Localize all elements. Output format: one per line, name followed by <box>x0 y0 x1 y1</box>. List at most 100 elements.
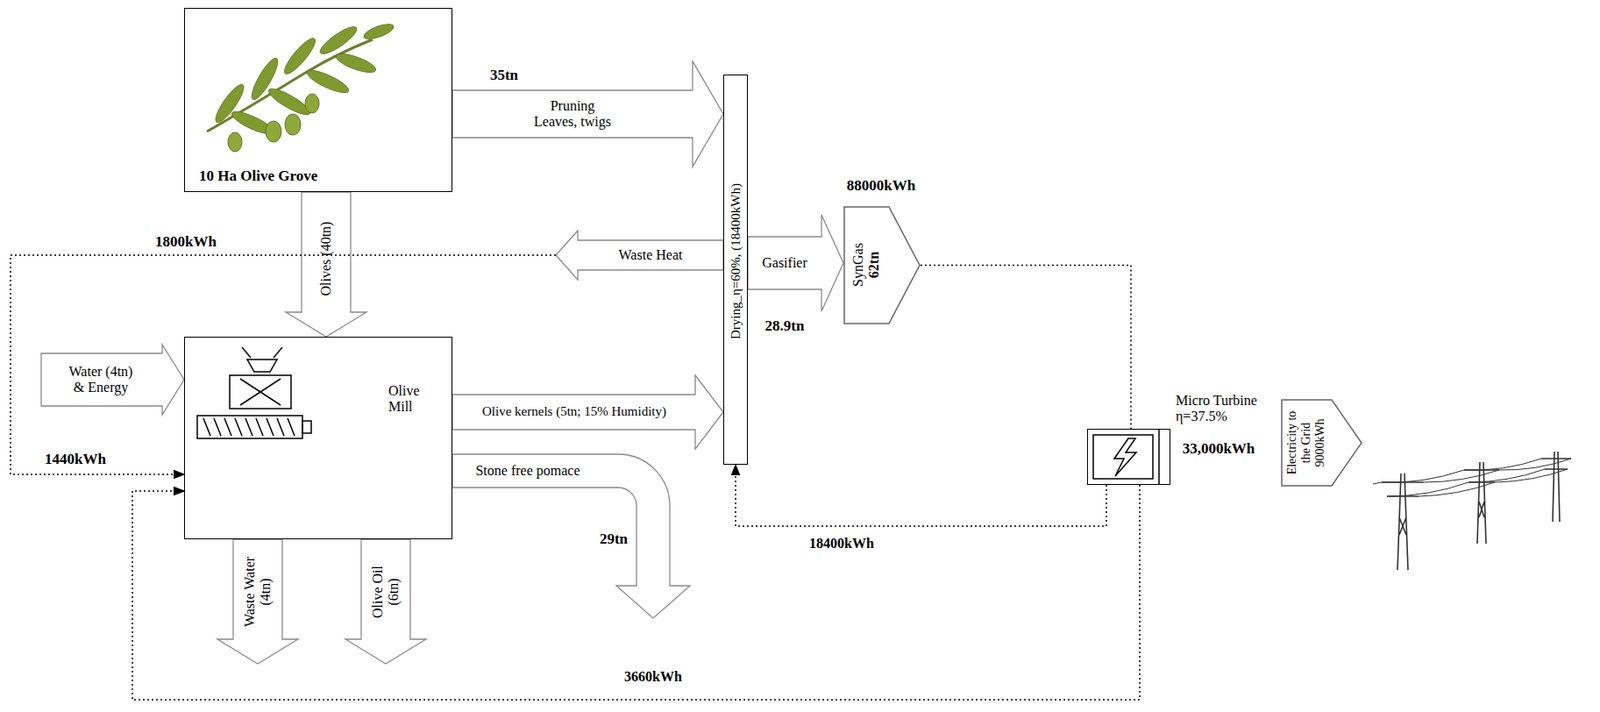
edge-label: Gasifier <box>761 255 808 271</box>
olive-branch-part-part <box>304 66 351 98</box>
edge-label: Olives (40tn) <box>318 206 335 312</box>
rotated-text-group: Electricity to the Grid9000kWh <box>1285 403 1328 483</box>
olive-branch-part-part <box>227 132 242 152</box>
drying-unit: Drying_η=60%, (18400kWh) <box>723 74 748 465</box>
rotated-text-group: SynGas62tn <box>850 214 883 316</box>
flow-label: 88000kWh <box>846 177 916 195</box>
flow-label-holder: 88000kWh <box>846 177 916 195</box>
flow-label-holder: Stone free pomace <box>475 462 580 479</box>
energy-line <box>132 484 1140 700</box>
energy-line <box>10 255 556 475</box>
energy-line <box>735 464 1107 527</box>
flow-arrow <box>452 61 724 167</box>
turbine-icon-part <box>1114 438 1137 477</box>
side-flow-arrows <box>41 344 690 664</box>
syngas-box: SynGas62tn <box>843 206 921 325</box>
flow-label: Waste Water (4tn) <box>241 547 275 636</box>
node-text: Micro Turbine η=37.5% <box>1175 392 1274 426</box>
mill-icon-part <box>247 359 278 372</box>
edge-label-holder: Waste Heat <box>618 247 683 264</box>
flow-connector <box>10 230 724 475</box>
node-text: 62tn <box>866 214 882 316</box>
mill-icon-part <box>197 415 303 439</box>
flow-connector <box>920 265 1131 430</box>
edge-label: Olive kernels (5tn; 15% Humidity) <box>482 404 667 420</box>
power-pylons-part <box>1381 473 1424 570</box>
flow-connector <box>285 192 367 337</box>
olive-branch-part <box>227 93 320 152</box>
power-pylons <box>1372 451 1572 570</box>
flow-label-holder: Water (4tn) & Energy <box>64 363 138 397</box>
flow-label-holder: 28.9tn <box>765 317 805 335</box>
olive-branch-part-part <box>265 120 282 143</box>
node-text: 9000kWh <box>1313 403 1328 483</box>
olive-branch-part-part <box>305 93 320 114</box>
edge-label-holder: 3660kWh <box>624 668 683 685</box>
energy-line <box>920 265 1131 430</box>
flow-label-holder: Waste Water (4tn) <box>241 547 275 636</box>
olive-branch-part <box>211 21 396 138</box>
mill-icon <box>197 347 312 439</box>
text-holder: Micro Turbine η=37.5% <box>1175 392 1274 426</box>
flow-label: 28.9tn <box>765 317 805 335</box>
node-text: Olive Mill <box>388 383 441 416</box>
mill-icon-part <box>241 347 283 358</box>
turbine-icon-part <box>1158 428 1160 485</box>
flow-label: Water (4tn) & Energy <box>64 363 138 397</box>
edge-label-holder: 18400kWh <box>809 535 875 552</box>
flow-label-holder: 1440kWh <box>44 450 107 469</box>
node-text: Electricity to the Grid <box>1285 403 1314 483</box>
turbine-box: Micro Turbine η=37.5% <box>1087 428 1171 485</box>
grid-output-box: Electricity to the Grid9000kWh <box>1280 398 1363 487</box>
node-text: SynGas <box>850 214 867 316</box>
power-pylons-part <box>1372 458 1572 497</box>
turbine-icon-part <box>1093 434 1153 479</box>
arrow-box-outline <box>844 206 920 324</box>
water-arrow <box>41 344 185 415</box>
olive-oil-arrow <box>345 539 427 664</box>
flow-arrow <box>555 230 724 280</box>
text-holder: Olive Mill <box>388 383 441 416</box>
flow-arrow <box>285 192 367 337</box>
pomace-arrow <box>452 454 690 619</box>
flow-label-holder: 33,000kWh <box>1182 440 1256 458</box>
node-text: Drying_η=60%, (18400kWh) <box>728 85 744 437</box>
edge-label-holder: Olives (40tn) <box>318 206 335 312</box>
flow-connector <box>735 464 1107 527</box>
power-pylons-part <box>1541 451 1572 522</box>
grove-box: 10 Ha Olive Grove <box>184 7 453 192</box>
flow-label: 35tn <box>490 66 519 85</box>
waste-water-arrow <box>217 539 299 664</box>
edge-label: 18400kWh <box>809 535 875 552</box>
edge-label-holder: Gasifier <box>761 255 808 271</box>
mill-box: Olive Mill <box>184 336 453 540</box>
mill-icon-part <box>203 418 295 436</box>
text-holder: 10 Ha Olive Grove <box>199 167 318 185</box>
node-text: 10 Ha Olive Grove <box>199 167 318 185</box>
flow-label-holder: 35tn <box>490 66 519 85</box>
power-pylons-part <box>1464 462 1500 544</box>
edge-label: Pruning Leaves, twigs <box>530 98 615 131</box>
flow-label: 29tn <box>599 530 628 548</box>
flow-label-holder: Olive Oil (6tn) <box>369 556 403 627</box>
olive-branch-part-part <box>362 21 396 43</box>
node-outline <box>1280 398 1363 487</box>
mill-icon-part <box>229 375 292 409</box>
edge-label: Waste Heat <box>618 247 683 264</box>
mill-icon-part <box>240 378 281 406</box>
edge-label-holder: Olive kernels (5tn; 15% Humidity) <box>482 404 667 420</box>
olive-branch-part-part <box>334 49 378 77</box>
flow-label-holder: 1800kWh <box>155 233 217 251</box>
flow-connector <box>452 375 724 449</box>
flow-connector <box>452 61 724 167</box>
edge-label-holder: Pruning Leaves, twigs <box>530 98 615 131</box>
turbine-icon <box>1093 428 1160 485</box>
edge-label: 3660kWh <box>624 668 683 685</box>
flow-label: 33,000kWh <box>1182 440 1256 458</box>
flow-label-holder: 29tn <box>599 530 628 548</box>
node-outline <box>843 206 921 325</box>
